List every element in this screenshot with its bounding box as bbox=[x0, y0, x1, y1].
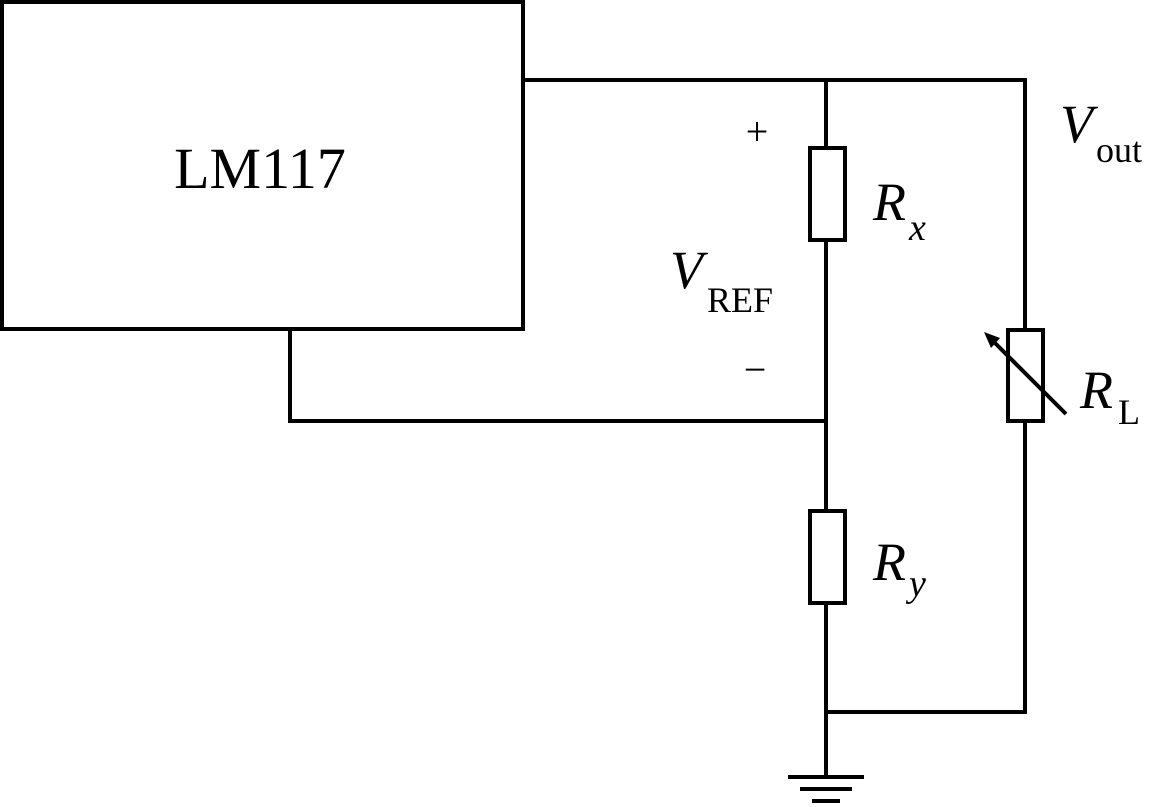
resistor-icon bbox=[808, 509, 847, 605]
ry-resistor bbox=[808, 509, 847, 605]
chip-label: LM117 bbox=[174, 136, 346, 201]
vout-symbol: V bbox=[1060, 94, 1099, 154]
ry-subscript: y bbox=[905, 563, 926, 605]
vref-subscript: REF bbox=[707, 280, 773, 320]
rl-subscript: L bbox=[1118, 392, 1140, 432]
rl-variable-resistor bbox=[984, 328, 1068, 423]
ry-label: R y bbox=[872, 532, 926, 605]
variable-resistor-icon bbox=[1006, 328, 1045, 423]
vout-label: V out bbox=[1060, 94, 1142, 170]
vout-subscript: out bbox=[1096, 130, 1142, 170]
ground-icon bbox=[788, 775, 864, 803]
rl-symbol: R bbox=[1079, 360, 1113, 420]
rx-symbol: R bbox=[872, 172, 906, 232]
vref-plus-sign: + bbox=[746, 109, 769, 154]
vref-symbol: V bbox=[670, 240, 709, 300]
rx-resistor bbox=[808, 146, 847, 242]
regulator-box bbox=[0, 0, 525, 331]
variable-arrow-head bbox=[984, 332, 1000, 348]
adjust-wire bbox=[288, 327, 828, 423]
ry-symbol: R bbox=[872, 532, 906, 592]
resistor-icon bbox=[808, 146, 847, 242]
vref-label: V REF bbox=[670, 240, 773, 320]
rx-subscript: x bbox=[908, 207, 926, 249]
rl-bottom-wire bbox=[824, 419, 1027, 714]
rx-label: R x bbox=[872, 172, 926, 249]
variable-arrow-line bbox=[986, 334, 1068, 416]
rl-label: R L bbox=[1079, 360, 1140, 432]
lm117-block: LM117 bbox=[0, 0, 525, 331]
wires bbox=[288, 78, 1027, 777]
vref-minus-sign: − bbox=[744, 347, 767, 392]
